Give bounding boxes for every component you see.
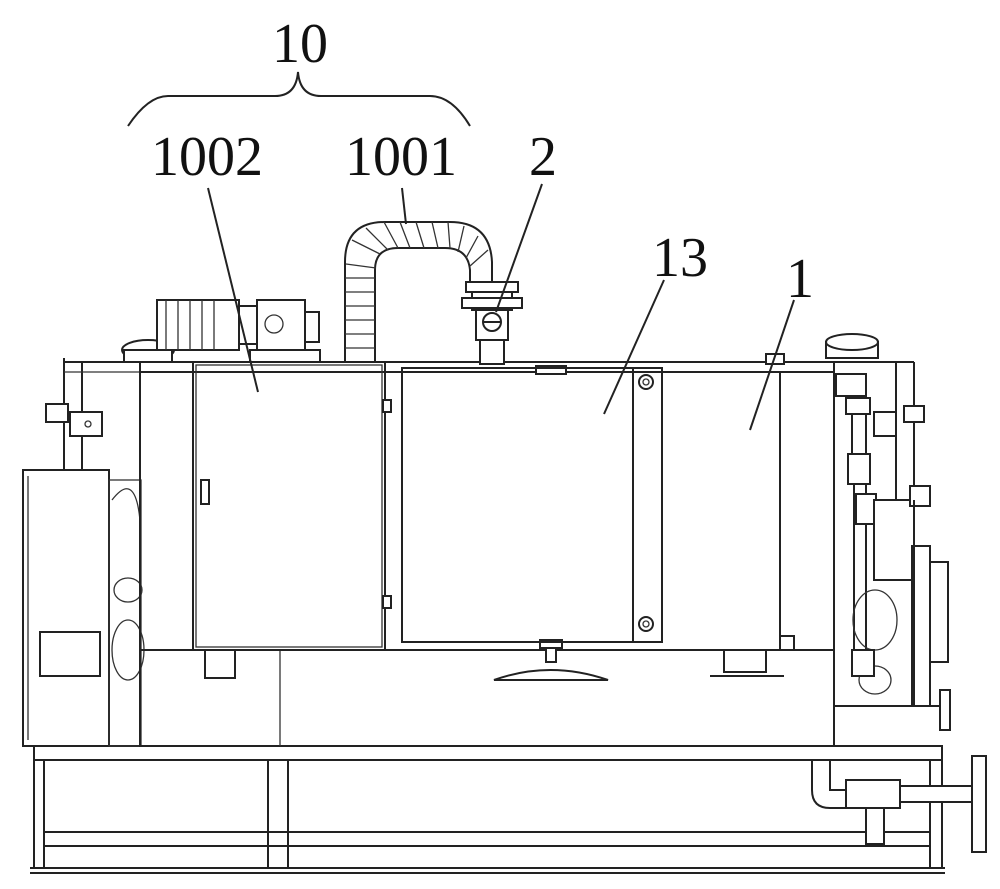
label-2: 2 [529, 126, 557, 188]
leader-lines [207, 183, 795, 431]
left-electrical-box [22, 469, 145, 747]
label-13: 13 [652, 227, 708, 289]
flexible-hose [344, 221, 493, 362]
right-pump-assembly [825, 333, 951, 747]
tank-door [401, 367, 663, 643]
control-cabinet [192, 361, 392, 651]
motor-gearbox [121, 299, 321, 363]
label-10: 10 [272, 13, 328, 75]
outlet-piping [811, 755, 987, 853]
group-brace [127, 71, 471, 127]
left-support [45, 358, 140, 470]
label-1002: 1002 [151, 126, 263, 188]
base-frame [30, 745, 945, 874]
tank-body [139, 353, 835, 747]
valve [461, 281, 523, 365]
label-1001: 1001 [345, 126, 457, 188]
label-1: 1 [786, 248, 814, 310]
